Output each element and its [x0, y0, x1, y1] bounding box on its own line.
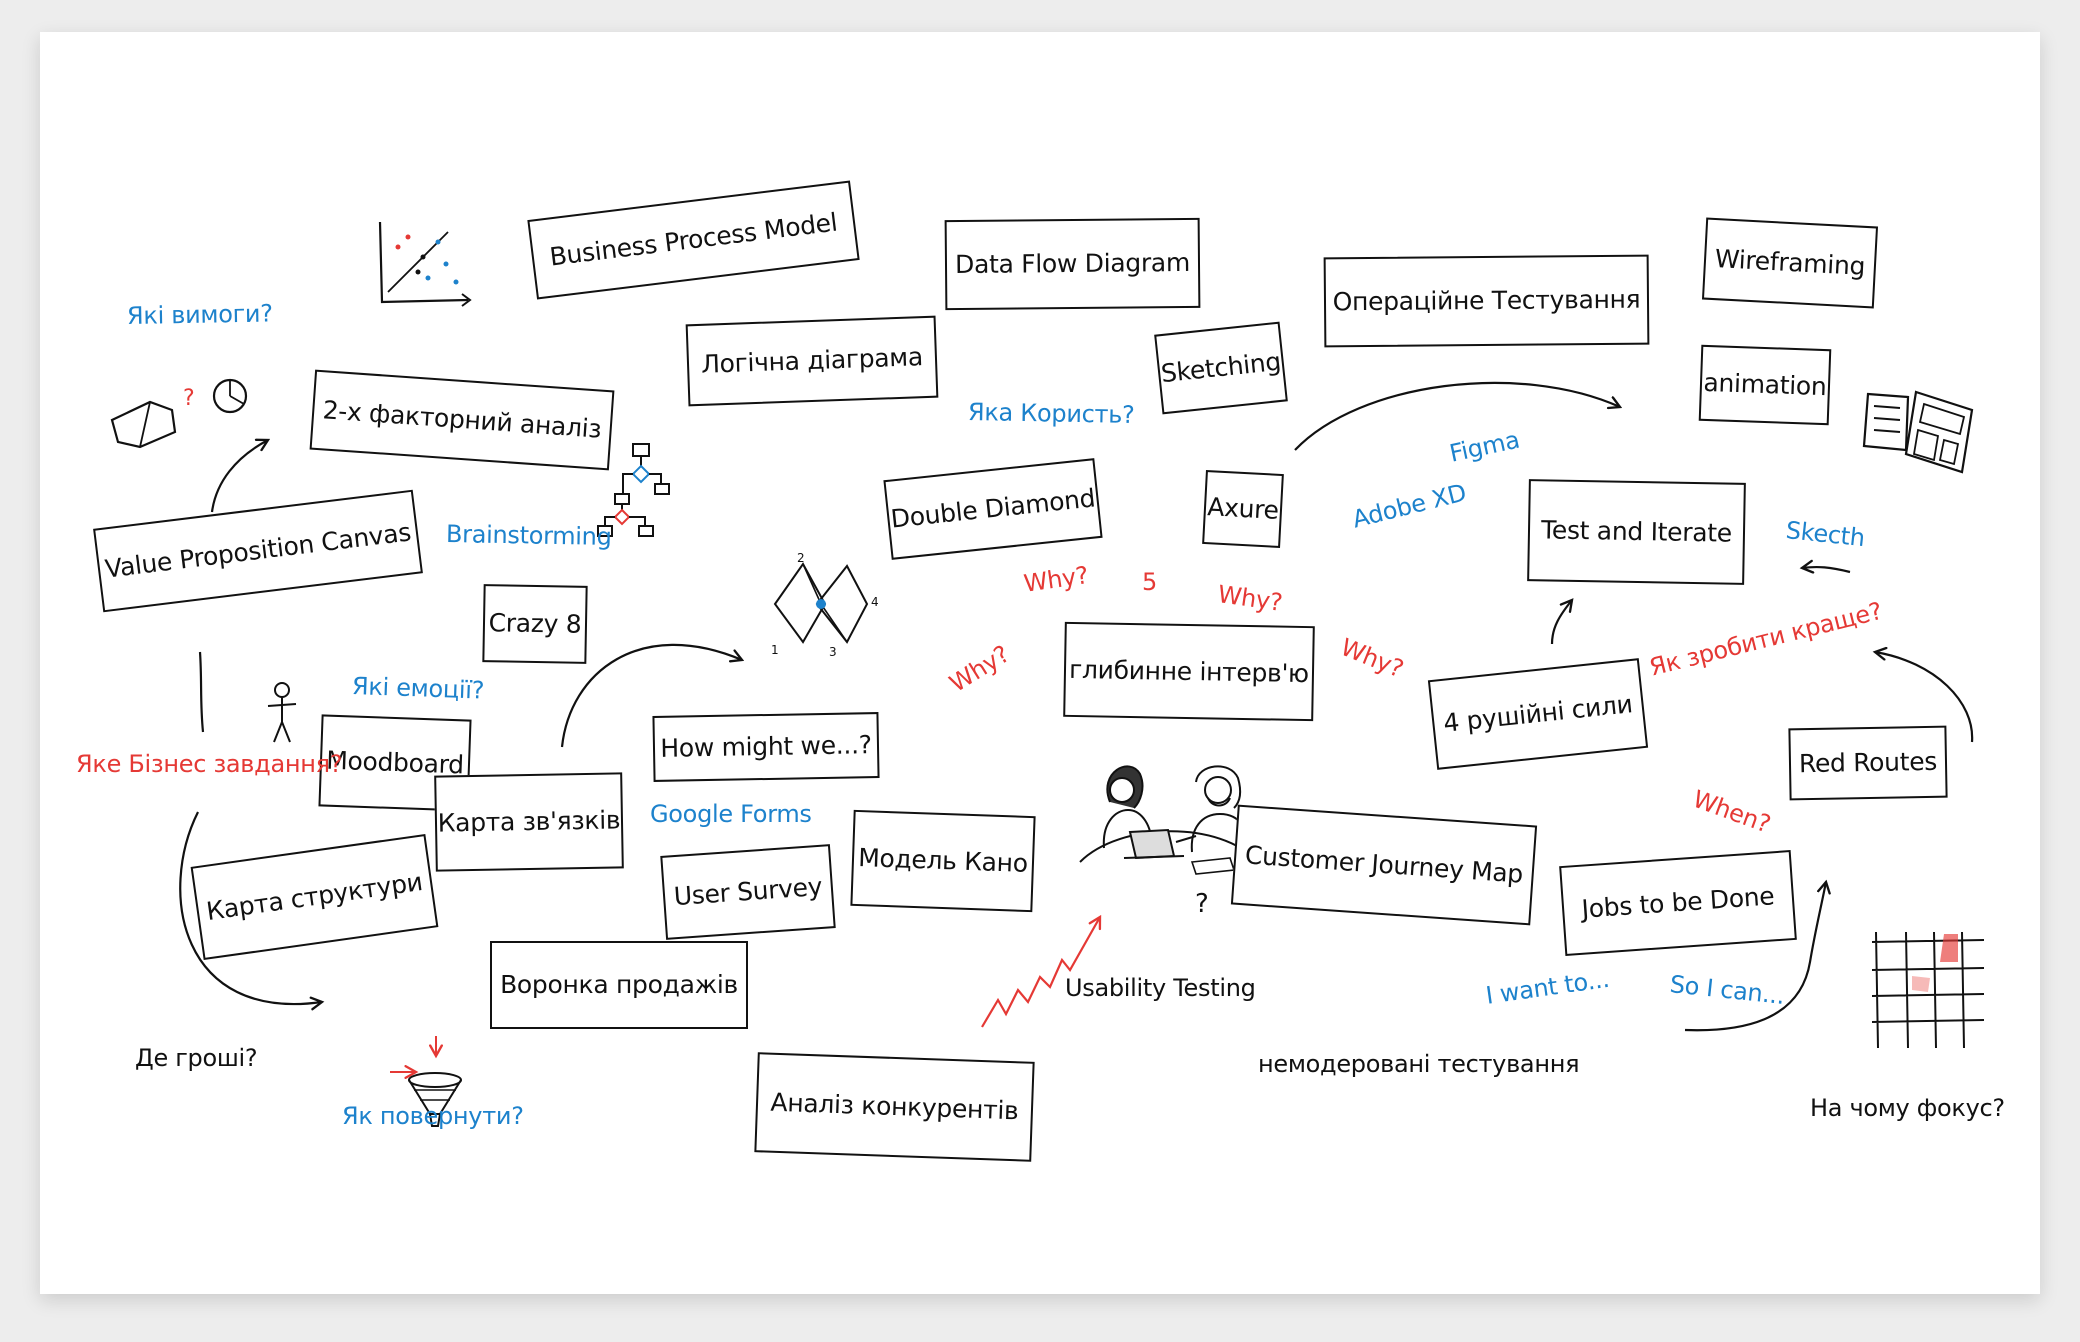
- card-business-process-model: Business Process Model: [527, 180, 860, 300]
- double-diamond-icon: 1 2 3 4: [771, 551, 879, 659]
- red-question-mark: ?: [183, 386, 195, 411]
- note-business-task: Яке Бізнес завдання?: [76, 750, 343, 778]
- card-how-might-we: How might we...?: [652, 712, 880, 782]
- calendar-grid-icon: [1871, 931, 1985, 1049]
- note-five: 5: [1142, 568, 1157, 596]
- card-sales-funnel: Воронка продажів: [490, 941, 748, 1029]
- note-which-requirements: Які вимоги?: [126, 299, 273, 330]
- card-two-factor-analysis: 2-х факторний аналіз: [309, 369, 615, 471]
- note-when: When?: [1689, 784, 1775, 839]
- whiteboard: ?: [40, 32, 2040, 1294]
- note-which-emotions: Які емоції?: [351, 672, 485, 705]
- scatter-chart-icon: [378, 221, 472, 307]
- card-jobs-to-be-done: Jobs to be Done: [1559, 850, 1797, 956]
- card-data-flow-diagram: Data Flow Diagram: [944, 217, 1201, 311]
- card-deep-interview: глибинне інтерв'ю: [1063, 621, 1315, 722]
- vertical-tick-line: [198, 651, 205, 733]
- arrow-forces-to-test: [1550, 600, 1572, 645]
- note-so-i-can: So I can...: [1668, 970, 1786, 1010]
- note-why-1: Why?: [1022, 561, 1091, 598]
- card-competitor-analysis: Аналіз конкурентів: [754, 1052, 1035, 1162]
- card-structure-map: Карта структури: [190, 833, 439, 961]
- diamond-label-2: 2: [797, 551, 805, 565]
- card-operational-testing: Операційне Тестування: [1323, 254, 1650, 348]
- card-wireframing: Wireframing: [1701, 217, 1879, 309]
- card-four-driving-forces: 4 рушійні сили: [1427, 658, 1649, 770]
- card-value-proposition-canvas: Value Proposition Canvas: [93, 489, 423, 613]
- note-why-3: Why?: [944, 639, 1015, 698]
- card-crazy-8: Crazy 8: [482, 584, 588, 664]
- note-why-2: Why?: [1216, 580, 1285, 617]
- note-what-benefit: Яка Користь?: [967, 398, 1135, 429]
- note-why-4: Why?: [1336, 633, 1408, 684]
- arrow-vpc-to-factor: [210, 440, 268, 513]
- card-axure: Axure: [1202, 470, 1284, 548]
- growth-arrow-icon: [981, 917, 1100, 1028]
- wireframe-sketch-icon: [1862, 390, 1974, 474]
- card-red-routes: Red Routes: [1788, 725, 1948, 801]
- note-where-money: Де гроші?: [135, 1044, 258, 1072]
- note-usability-testing: Usability Testing: [1065, 974, 1256, 1002]
- interview-people-icon: [1079, 765, 1259, 875]
- card-sketching: Sketching: [1154, 321, 1288, 415]
- box-pie-icon: ?: [110, 378, 248, 449]
- note-i-want-to: I want to...: [1484, 964, 1612, 1010]
- note-how-to-improve: Як зробити краще?: [1646, 596, 1885, 682]
- note-how-return: Як повернути?: [342, 1102, 524, 1130]
- note-google-forms: Google Forms: [650, 800, 812, 828]
- note-focus: На чому фокус?: [1810, 1094, 2005, 1122]
- diamond-label-1: 1: [771, 643, 779, 657]
- card-double-diamond: Double Diamond: [883, 458, 1103, 560]
- card-connections-map: Карта зв'язків: [434, 772, 624, 872]
- diamond-label-4: 4: [871, 595, 879, 609]
- note-brainstorming: Brainstorming: [445, 520, 612, 551]
- note-skecth: Skecth: [1784, 516, 1867, 553]
- card-test-and-iterate: Test and Iterate: [1527, 479, 1746, 585]
- note-figma: Figma: [1447, 425, 1522, 468]
- diamond-label-3: 3: [829, 645, 837, 659]
- card-customer-journey-map: Customer Journey Map: [1230, 804, 1538, 926]
- stick-figure-icon: [267, 682, 297, 743]
- note-adobe-xd: Adobe XD: [1349, 478, 1470, 534]
- note-unmoderated-testing: немодеровані тестування: [1258, 1050, 1580, 1078]
- arrow-to-skecth: [1802, 567, 1851, 572]
- card-user-survey: User Survey: [660, 844, 836, 940]
- card-logical-diagram: Логічна діаграма: [685, 315, 939, 407]
- interview-question-mark: ?: [1195, 889, 1209, 919]
- card-kano-model: Модель Кано: [850, 809, 1036, 913]
- card-animation: animation: [1698, 344, 1832, 426]
